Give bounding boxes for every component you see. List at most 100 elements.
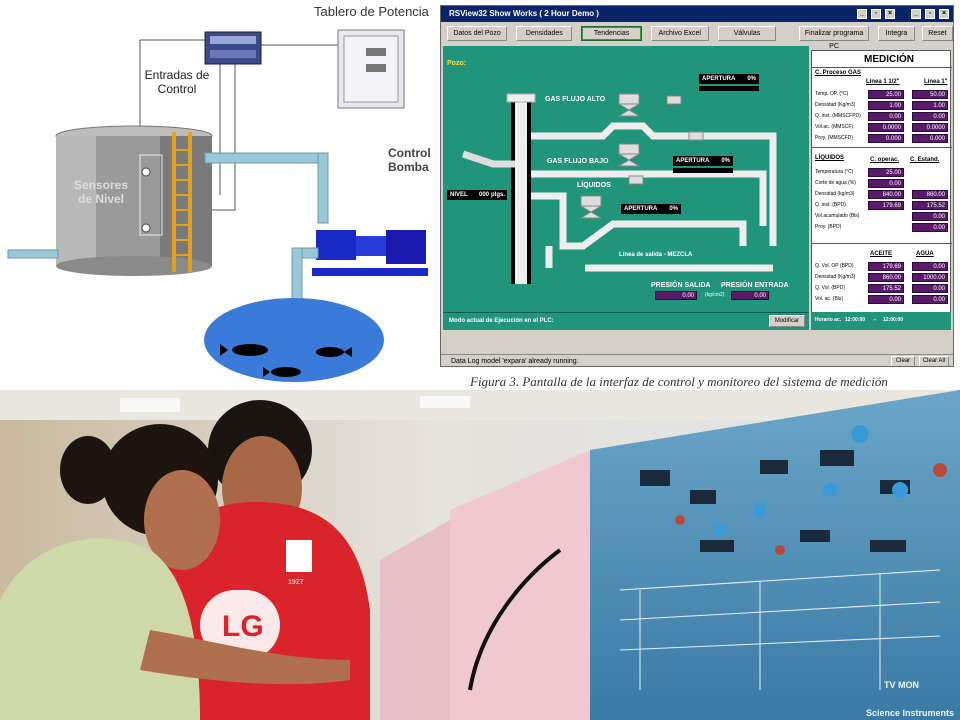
measurement-row-label: Proy. (BPD) <box>815 224 842 230</box>
measurement-value: 0.00 <box>912 295 948 304</box>
measurement-value: 0.0000 <box>868 123 904 132</box>
measurement-row-label: Proy. (MMSCFD) <box>815 135 853 141</box>
tv-mon-label: TV MON <box>884 680 919 690</box>
tab-datos-del-pozo[interactable]: Datos del Pozo <box>447 25 508 41</box>
liquids-col1-header: C. operac. <box>870 157 900 163</box>
measurement-row-label: Temperatura (°C) <box>815 169 854 175</box>
close-icon[interactable]: × <box>885 9 895 19</box>
minimize-icon[interactable]: _ <box>857 9 867 19</box>
liquids-title: LÍQUIDOS <box>815 155 845 161</box>
measurement-value: 25.00 <box>868 90 904 99</box>
measurement-value: 860.00 <box>868 273 904 282</box>
tab-valvulas[interactable]: Válvulas <box>717 25 777 41</box>
measurement-row-label: Q. Vol. OP (BPD) <box>815 263 854 269</box>
measurement-value: 0.00 <box>912 284 948 293</box>
oil-header: ACEITE <box>870 251 893 257</box>
lab-photo: LG 1927 Science Instruments TV MON <box>0 390 960 720</box>
clear-all-button[interactable]: Clear All <box>919 356 949 366</box>
level-label: NIVEL <box>450 192 468 198</box>
panel-brand-text: Science Instruments <box>866 708 954 718</box>
reset-button[interactable]: Reset <box>921 25 953 41</box>
measurement-value: 0.00 <box>868 179 904 188</box>
window-titlebar: RSView32 Show Works ( 2 Hour Demo ) _ ▫ … <box>441 6 953 22</box>
measurement-row-label: Vol. ac. (Bls) <box>815 296 844 302</box>
plc-mode-label: Modo actual de Ejecución en el PLC: <box>449 318 554 324</box>
power-panel-title: Tablero de Potencia <box>314 4 429 19</box>
tank-diagram-drawing <box>7 29 428 382</box>
measurement-row-label: Densidad (kg/m3) <box>815 191 855 197</box>
modificar-button[interactable]: Modificar <box>769 315 805 327</box>
app-restore-icon[interactable]: ▫ <box>925 9 935 19</box>
clear-button[interactable]: Clear <box>891 356 915 366</box>
measurement-title: MEDICIÓN <box>864 54 914 65</box>
horario-to: 12:00:00 <box>883 317 904 323</box>
measurement-value: 179.69 <box>868 262 904 271</box>
liquids-label: LÍQUIDOS <box>577 182 611 189</box>
toolbar: Datos del Pozo Densidades Tendencias Arc… <box>441 22 953 50</box>
measurement-value: 0.000 <box>868 134 904 143</box>
measurement-row-label: Densidad (Kg/m3) <box>815 102 856 108</box>
students-lab-illustration: LG 1927 Science Instruments TV MON <box>0 390 960 720</box>
gas-liquid-divider <box>812 147 952 148</box>
measurement-value: 0.000 <box>912 134 948 143</box>
tab-tendencias[interactable]: Tendencias <box>581 25 642 41</box>
level-sensors-label-line1: Sensores <box>73 178 129 192</box>
measurement-row-label: Q. inst. (MMSCFPD) <box>815 113 861 119</box>
pump-control-label: Control Bomba <box>388 146 438 174</box>
measurement-row-label: Q. inst. (BPD) <box>815 202 846 208</box>
level-sensors-label-line2: de Nivel <box>77 192 125 206</box>
measurement-divider <box>812 67 952 68</box>
valve-opening-gas-low-value: 0% <box>721 158 730 164</box>
measurement-value: 1.00 <box>912 101 948 110</box>
gas-process-title: C. Proceso GAS <box>815 70 862 76</box>
measurement-value: 1000.00 <box>912 273 948 282</box>
gas-low-flow-label: GAS FLUJO BAJO <box>547 158 609 165</box>
integra-button[interactable]: Integra <box>877 25 915 41</box>
pozo-label: Pozo: <box>447 60 467 67</box>
measurement-value: 860.00 <box>912 190 948 199</box>
measurement-row-label: Q. Vol. (BPD) <box>815 285 846 291</box>
water-header: AGUA <box>916 251 934 257</box>
restore-icon[interactable]: ▫ <box>871 9 881 19</box>
control-inputs-label-line1: Entradas de <box>144 68 210 82</box>
measurement-value: 50.00 <box>912 90 948 99</box>
measurement-value: 179.69 <box>868 201 904 210</box>
measurement-value: 0.00 <box>868 112 904 121</box>
valve-opening-liquids-label: APERTURA <box>624 206 658 212</box>
app-close-icon[interactable]: × <box>939 9 949 19</box>
outlet-pressure-label: PRESIÓN SALIDA <box>651 282 711 289</box>
measurement-value: 175.52 <box>868 284 904 293</box>
gas-high-flow-label: GAS FLUJO ALTO <box>545 96 606 103</box>
valve-opening-gas-high: APERTURA 0% <box>699 74 759 84</box>
tab-archivo-excel[interactable]: Archivo Excel <box>650 25 709 41</box>
horario-from: 12:00:00 <box>845 317 866 323</box>
status-message: Data Log model 'expara' already running. <box>451 358 579 365</box>
level-unit: plgs. <box>490 192 505 198</box>
shirt-brand-text: LG <box>222 610 264 643</box>
valve-opening-gas-low-label: APERTURA <box>676 158 710 164</box>
measurement-value: 175.52 <box>912 201 948 210</box>
process-diagram: Tablero de Potencia Entradas de Control … <box>0 0 440 390</box>
finalizar-programa-button[interactable]: Finalizar programa PC <box>799 25 869 50</box>
valve-opening-gas-high-bar <box>699 86 759 91</box>
measurement-value: 0.00 <box>912 212 948 221</box>
app-minimize-icon[interactable]: _ <box>911 9 921 19</box>
inlet-pressure-value: 0.00 <box>731 291 769 300</box>
gas-col1-header: Línea 1 1/2" <box>866 79 900 85</box>
measurement-value: 0.0000 <box>912 123 948 132</box>
outlet-pressure-value: 0.00 <box>655 291 697 300</box>
measurement-value: 840.00 <box>868 190 904 199</box>
measurement-value: 0.00 <box>912 262 948 271</box>
measurement-row-label: Vol.ac. (MMSCF) <box>815 124 854 130</box>
tab-densidades[interactable]: Densidades <box>516 25 573 41</box>
liquids-col2-header: C. Estand. <box>910 157 940 163</box>
measurement-value: 0.00 <box>912 223 948 232</box>
measurement-row-label: Temp. OP. (°C) <box>815 91 849 97</box>
valve-opening-gas-high-label: APERTURA <box>702 76 736 82</box>
measurement-value: 25.00 <box>868 168 904 177</box>
horario-dash: -- <box>873 317 877 323</box>
shirt-year-text: 1927 <box>288 579 304 586</box>
level-sensors-label: Sensores de Nivel <box>66 178 136 206</box>
liquid-oil-divider <box>812 243 952 244</box>
